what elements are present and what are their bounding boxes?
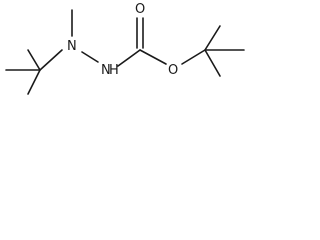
atom-label-o-carbonyl: O	[135, 2, 145, 17]
bond-tbu-down	[27, 69, 41, 95]
bond-ester-oxygen-tbu	[181, 49, 206, 65]
bond-tbu-to-n1	[39, 49, 63, 71]
chemical-structure-drawing: N N H O O	[5, 2, 245, 95]
tert-butyl-group	[5, 49, 63, 95]
atom-label-n-methyl: N	[67, 39, 77, 54]
atom-label-n-amide: N	[101, 63, 111, 78]
bond-carbon-ester-oxygen	[139, 49, 167, 65]
bond-n1-n2	[81, 51, 99, 63]
bond-right-tbu-down	[204, 49, 221, 77]
bond-right-tbu-up	[204, 25, 221, 51]
atom-label-h-amide: H	[109, 63, 119, 78]
bond-tbu-up	[27, 49, 41, 71]
tert-butyl-ester-group	[204, 25, 245, 77]
bond-n2-carbonyl-carbon	[117, 49, 141, 67]
atom-label-o-ester: O	[168, 63, 178, 78]
